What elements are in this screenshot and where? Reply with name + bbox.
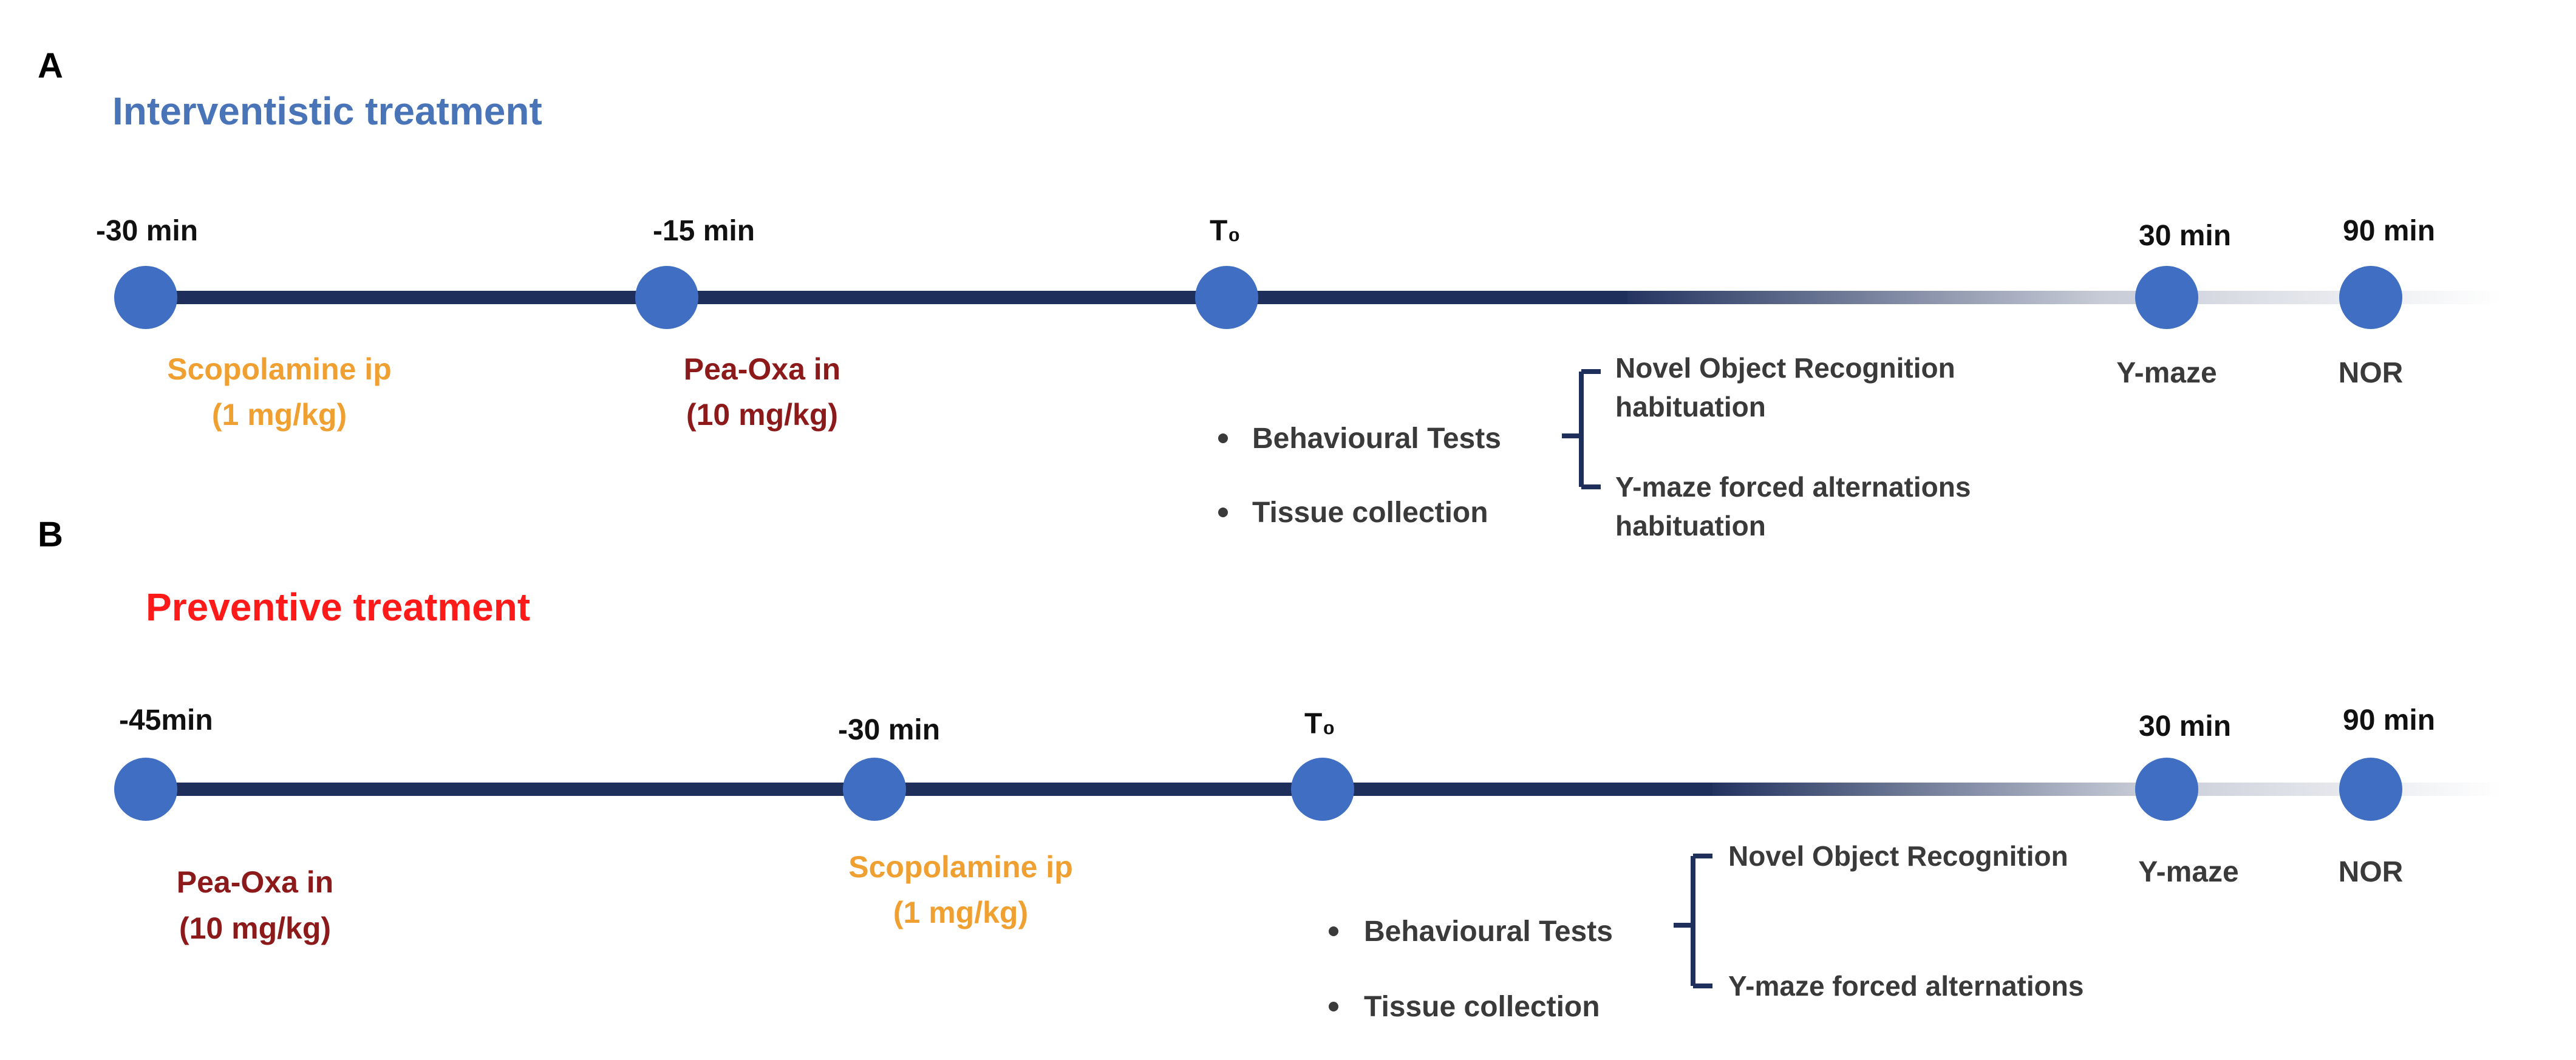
- sub-item-nor-note: habituation: [1615, 391, 1766, 423]
- time-label: -30 min: [96, 215, 198, 247]
- time-label: T₀: [1210, 215, 1241, 247]
- time-label: -15 min: [653, 215, 755, 247]
- bullet-dot: [1218, 433, 1228, 443]
- timepoint-node-90: [2339, 266, 2402, 329]
- panel-a: A Interventistic treatment -30 min -15 m…: [38, 46, 2502, 542]
- bullet-behavioural-tests: Behavioural Tests: [1252, 423, 1501, 455]
- time-label: 90 min: [2343, 704, 2435, 736]
- bullet-tissue-collection: Tissue collection: [1252, 497, 1488, 529]
- bullet-dot: [1329, 926, 1338, 936]
- bracket: [1674, 854, 1712, 988]
- treatment-name: Scopolamine ip: [848, 850, 1073, 884]
- treatment-dose: (1 mg/kg): [212, 398, 347, 432]
- end-label-ymaze: Y-maze: [2116, 357, 2217, 389]
- timepoint-node-minus30: [114, 266, 177, 329]
- panel-b: B Preventive treatment -45min -30 min T₀…: [38, 515, 2502, 1023]
- panel-a-title: Interventistic treatment: [112, 89, 542, 133]
- time-label: 30 min: [2139, 710, 2231, 742]
- time-label: 30 min: [2139, 220, 2231, 252]
- treatment-dose: (1 mg/kg): [893, 895, 1028, 929]
- treatment-name: Pea-Oxa in: [684, 352, 840, 386]
- end-label-ymaze: Y-maze: [2138, 856, 2238, 888]
- time-label: -45min: [119, 704, 213, 736]
- bracket: [1562, 369, 1601, 489]
- time-label: 90 min: [2343, 215, 2435, 247]
- bullet-dot: [1329, 1002, 1338, 1011]
- time-label: T₀: [1304, 708, 1335, 740]
- bullet-behavioural-tests: Behavioural Tests: [1364, 916, 1613, 948]
- end-label-nor: NOR: [2339, 856, 2404, 888]
- sub-item-ymaze: Y-maze forced alternations: [1728, 970, 2084, 1002]
- sub-item-ymaze: Y-maze forced alternations: [1615, 471, 1971, 503]
- time-label: -30 min: [838, 714, 940, 746]
- timepoint-node-90: [2339, 758, 2402, 821]
- treatment-name: Pea-Oxa in: [177, 865, 333, 899]
- timepoint-node-30: [2135, 758, 2198, 821]
- treatment-dose: (10 mg/kg): [179, 911, 331, 945]
- bullet-tissue-collection: Tissue collection: [1364, 991, 1600, 1023]
- timepoint-node-minus15: [635, 266, 698, 329]
- timepoint-node-minus45: [114, 758, 177, 821]
- treatment-dose: (10 mg/kg): [686, 398, 838, 432]
- treatment-name: Scopolamine ip: [167, 352, 392, 386]
- timepoint-node-30: [2135, 266, 2198, 329]
- panel-a-letter: A: [38, 46, 63, 86]
- end-label-nor: NOR: [2339, 357, 2404, 389]
- timepoint-node-t0: [1195, 266, 1258, 329]
- sub-item-nor: Novel Object Recognition: [1615, 352, 1955, 384]
- sub-item-ymaze-note: habituation: [1615, 510, 1766, 542]
- timepoint-node-minus30: [843, 758, 906, 821]
- panel-b-title: Preventive treatment: [146, 585, 530, 629]
- sub-item-nor: Novel Object Recognition: [1728, 840, 2068, 872]
- bullet-dot: [1218, 508, 1228, 517]
- timepoint-node-t0: [1291, 758, 1354, 821]
- panel-b-letter: B: [38, 515, 63, 554]
